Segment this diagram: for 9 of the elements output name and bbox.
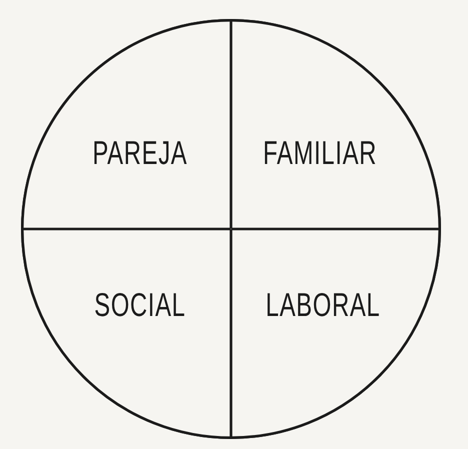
quadrant-label: FAMILIAR: [262, 134, 378, 172]
quadrant-label: LABORAL: [266, 286, 380, 324]
quadrant: [21, 229, 231, 439]
circle-outline: [21, 19, 441, 439]
quadrant-label: SOCIAL: [94, 286, 186, 324]
quadrant-label: PAREJA: [92, 134, 188, 172]
quadrant: [231, 19, 441, 229]
quadrant: [231, 229, 441, 439]
quadrant: [21, 19, 231, 229]
